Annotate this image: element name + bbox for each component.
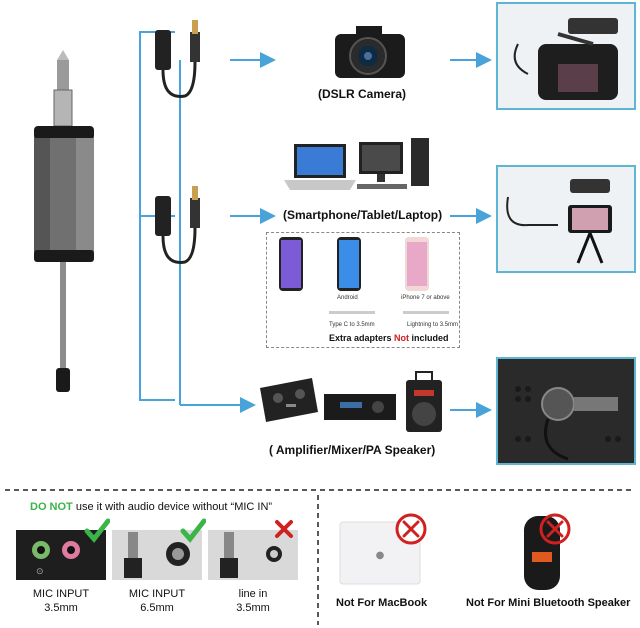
- not-word: Not: [394, 333, 410, 343]
- typec-adapter-icon: [329, 311, 375, 314]
- adapter-cable-icon: [155, 186, 200, 264]
- svg-text:●: ●: [376, 550, 385, 561]
- dslr-camera-icon: [335, 26, 405, 78]
- receiver-icon: [324, 394, 396, 420]
- port-image-line-in: [208, 530, 298, 580]
- android-phone-icon: [279, 237, 303, 291]
- not-for-bluetooth-label: Not For Mini Bluetooth Speaker: [466, 597, 631, 609]
- cross-icon: [275, 520, 293, 538]
- iphone-label: iPhone 7 or above: [401, 295, 450, 301]
- android-label: Android: [337, 295, 358, 301]
- checkmark-icon: [180, 518, 206, 543]
- smartphone-label: (Smartphone/Tablet/Laptop): [283, 208, 443, 222]
- mixer-icon: [260, 378, 318, 422]
- laptop-icon: [284, 144, 356, 190]
- port-caption: MIC INPUT 6.5mm: [128, 588, 186, 614]
- dslr-usage-panel: [496, 2, 636, 110]
- adapters-box: Android iPhone 7 or above Type C to 3.5m…: [266, 232, 460, 348]
- adapter-cable-icon: [155, 20, 200, 98]
- android-phone-icon: [337, 237, 361, 291]
- port-caption: line in 3.5mm: [236, 588, 270, 614]
- do-not-label: DO NOT: [30, 501, 73, 513]
- lightning-adapter-icon: [403, 311, 449, 314]
- dslr-label: (DSLR Camera): [318, 87, 407, 101]
- not-for-macbook-label: Not For MacBook: [336, 597, 428, 609]
- port-image-mic-6-5: [112, 530, 202, 580]
- iphone-icon: [405, 237, 429, 291]
- desktop-pc-icon: [357, 138, 429, 189]
- microphone-receiver-icon: [34, 50, 94, 392]
- cross-icon: [539, 513, 571, 545]
- warning-text: DO NOT use it with audio device without …: [30, 501, 273, 513]
- checkmark-icon: [84, 518, 110, 543]
- amplifier-usage-panel: [496, 357, 636, 465]
- smartphone-usage-panel: [496, 165, 636, 273]
- cross-icon: [395, 513, 427, 545]
- port-caption: MIC INPUT 3.5mm: [32, 588, 90, 614]
- adapters-note: Extra adapters Not included: [329, 333, 449, 343]
- svg-text:⊙: ⊙: [36, 567, 44, 577]
- pa-speaker-icon: [406, 371, 442, 432]
- typec-label: Type C to 3.5mm: [329, 322, 375, 328]
- amplifier-label: ( Amplifier/Mixer/PA Speaker): [269, 443, 436, 457]
- lightning-label: Lightning to 3.5mm: [407, 322, 459, 328]
